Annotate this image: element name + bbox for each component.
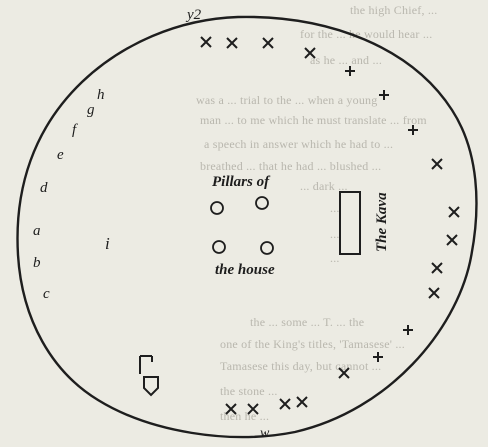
cross-marker xyxy=(408,125,418,135)
rim-letter-g: g xyxy=(87,102,95,118)
bleed-through-text: the high Chief, ... for the ... he would… xyxy=(196,3,437,423)
cross-marker xyxy=(226,37,238,49)
cross-marker xyxy=(428,287,440,299)
rim-letter-h: h xyxy=(97,87,105,103)
rim-letter-f: f xyxy=(72,122,78,138)
cross-marker xyxy=(338,367,350,379)
cross-marker xyxy=(225,403,237,415)
pillars-label-bottom: the house xyxy=(215,262,275,278)
bleed-line: the high Chief, ... xyxy=(350,3,437,17)
bleed-line: Tamasese this day, but cannot ... xyxy=(220,359,381,373)
bleed-line: one of the King's titles, 'Tamasese' ... xyxy=(220,337,405,351)
cross-marker xyxy=(262,37,274,49)
bleed-line: ... xyxy=(330,227,340,241)
house-outline-oval xyxy=(16,15,478,439)
cross-marker xyxy=(345,66,355,76)
bleed-line: ... xyxy=(330,251,340,265)
inner-marker-i: i xyxy=(105,234,110,253)
rim-letter-a: a xyxy=(33,223,41,239)
cross-marker xyxy=(200,36,212,48)
shield-mark xyxy=(143,376,159,397)
cross-marker xyxy=(448,206,460,218)
bleed-line: was a ... trial to the ... when a young xyxy=(196,93,377,107)
bleed-line: man ... to me which he must translate ..… xyxy=(200,113,427,127)
bleed-line: a speech in answer which he had to ... xyxy=(204,137,393,151)
bleed-line: ... dark ... xyxy=(300,179,348,193)
cross-marker xyxy=(279,398,291,410)
cross-marker xyxy=(379,90,389,100)
pillar-circle xyxy=(210,201,224,215)
pillar-circle xyxy=(212,240,226,254)
label-top-marker: y2 xyxy=(185,7,202,23)
bottom-left-symbol xyxy=(139,355,159,397)
rim-letter-c: c xyxy=(43,286,50,302)
pillars-label-top: Pillars of xyxy=(212,174,271,190)
cross-marker xyxy=(373,352,383,362)
cross-marker xyxy=(296,396,308,408)
bleed-line: the ... some ... T. ... the xyxy=(250,315,364,329)
cross-marker xyxy=(431,262,443,274)
cross-marker xyxy=(403,325,413,335)
post-mark xyxy=(139,355,153,374)
rim-letter-d: d xyxy=(40,180,48,196)
pillar-circle xyxy=(260,241,274,255)
bleed-line: breathed ... that he had ... blushed ... xyxy=(200,159,381,173)
rim-letter-group: h g f e d a b c xyxy=(33,87,105,302)
cross-marker xyxy=(247,403,259,415)
bleed-line: for the ... he would hear ... xyxy=(300,27,432,41)
bleed-line: ... xyxy=(330,201,340,215)
kava-label: The Kava xyxy=(374,192,390,252)
bleed-line: the stone ... xyxy=(220,384,278,398)
rim-letter-e: e xyxy=(57,147,64,163)
cross-marker xyxy=(446,234,458,246)
pillar-circle xyxy=(255,196,269,210)
cross-marker xyxy=(431,158,443,170)
rim-letter-b: b xyxy=(33,255,41,271)
label-bottom-marker: w xyxy=(260,426,270,441)
cross-marker-group xyxy=(200,36,460,415)
bleed-line: then he ... xyxy=(220,409,269,423)
cross-marker xyxy=(304,47,316,59)
kava-rectangle xyxy=(339,191,361,255)
bleed-line: as he ... and ... xyxy=(310,53,382,67)
